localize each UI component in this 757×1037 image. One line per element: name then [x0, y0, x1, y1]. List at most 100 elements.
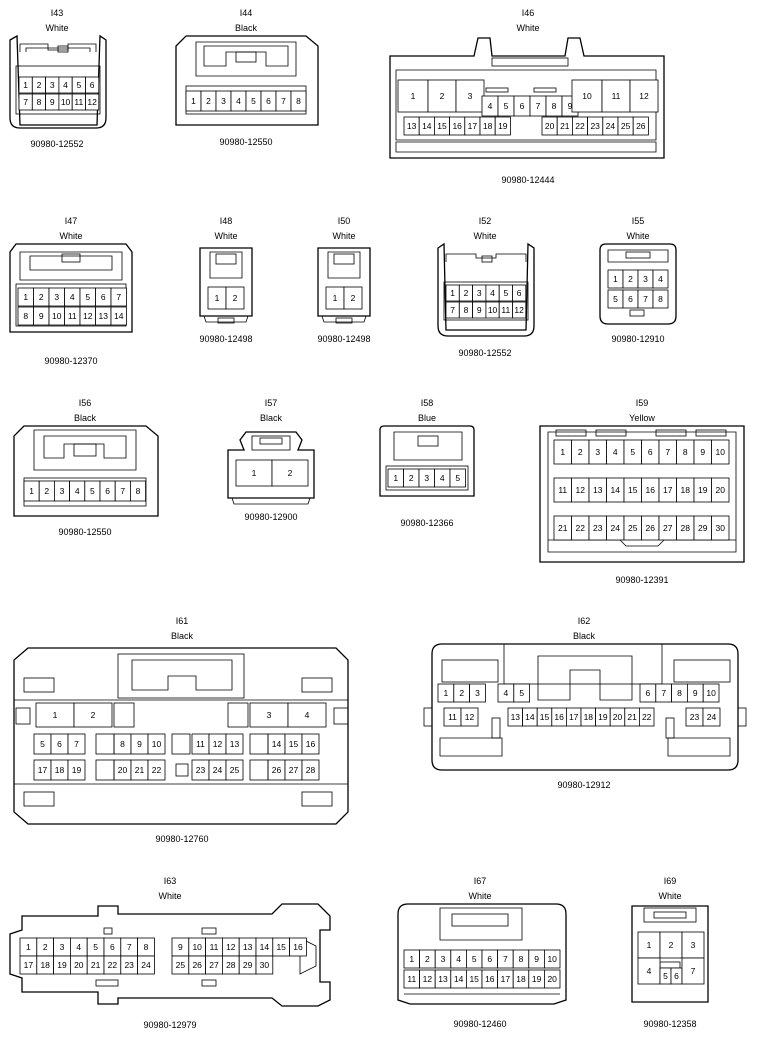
pin-label: 12 [423, 974, 433, 984]
pin-cell [147, 759, 166, 781]
pin-cell [225, 759, 244, 781]
pin-label: 23 [690, 712, 700, 722]
pin-label: 7 [281, 96, 286, 106]
cavity-separator [227, 702, 249, 728]
pin-cell [110, 306, 127, 326]
pin-label: 11 [558, 485, 567, 495]
pin-label: 10 [706, 688, 716, 698]
connector-i58: I58 Blue 90980-12366 [379, 398, 475, 528]
pin-cell [711, 439, 730, 465]
connector-id: I59 [636, 398, 649, 408]
connector-i57: I57 Black 90980-12900 [227, 398, 315, 522]
connector-color: Blue [418, 413, 436, 423]
pin-label: 10 [488, 305, 498, 315]
part-number: 90980-12498 [199, 334, 252, 344]
pin-cell [632, 116, 649, 136]
pin-cell [301, 759, 320, 781]
pin-label: 17 [24, 960, 34, 970]
connector-color: White [658, 891, 681, 901]
part-number: 90980-12370 [44, 356, 97, 366]
pin-label: 6 [646, 688, 651, 698]
pin-label: 4 [305, 710, 310, 720]
pin-label: 16 [485, 974, 495, 984]
part-number: 90980-12760 [155, 834, 208, 844]
pin-cell [512, 284, 527, 302]
pin-label: 14 [272, 739, 282, 749]
pin-label: 10 [582, 91, 592, 101]
pin-label: 4 [488, 101, 493, 111]
pin-label: 5 [663, 971, 668, 981]
pin-label: 20 [118, 765, 128, 775]
connector-id: I47 [65, 216, 78, 226]
connector-i43: I43 White 90980-12552 [9, 8, 107, 149]
pin-label: 29 [243, 960, 253, 970]
pin-cell [235, 459, 273, 487]
pin-label: 16 [554, 712, 564, 722]
cavity-separator [171, 733, 191, 755]
pin-cell [85, 93, 100, 111]
pin-label: 14 [114, 311, 124, 321]
pin-label: 20 [613, 712, 623, 722]
cavity-separator [665, 717, 675, 739]
part-number: 90980-12550 [219, 137, 272, 147]
part-number: 90980-12979 [143, 1020, 196, 1030]
pin-cell [287, 702, 327, 728]
pin-label: 2 [351, 293, 356, 303]
pin-label: 18 [483, 121, 493, 131]
pin-label: 3 [477, 288, 482, 298]
pin-label: 7 [536, 101, 541, 111]
pin-cell [652, 269, 669, 289]
pin-label: 11 [74, 97, 83, 107]
pin-cell [85, 76, 100, 94]
connector-color: White [473, 231, 496, 241]
pin-cell [544, 969, 561, 989]
pin-label: 12 [87, 97, 97, 107]
pin-cell [460, 707, 479, 727]
pin-label: 19 [498, 121, 508, 131]
pin-label: 13 [511, 712, 521, 722]
pin-cell [455, 79, 485, 113]
connector-color: White [158, 891, 181, 901]
pin-label: 4 [613, 447, 618, 457]
connector-color: Black [74, 413, 97, 423]
pin-cell [225, 733, 244, 755]
pin-label: 19 [57, 960, 67, 970]
pin-label: 10 [52, 311, 62, 321]
pin-label: 4 [658, 274, 663, 284]
pin-label: 7 [127, 942, 132, 952]
connector-id: I57 [265, 398, 278, 408]
pin-label: 10 [192, 942, 202, 952]
pin-label: 11 [196, 739, 205, 749]
pin-label: 5 [519, 688, 524, 698]
pin-label: 6 [57, 739, 62, 749]
cavity-separator [249, 759, 269, 781]
pin-label: 1 [409, 954, 414, 964]
connector-i62: I62 Black 90980-12912 [423, 616, 747, 790]
pin-label: 4 [504, 688, 509, 698]
pin-label: 2 [233, 293, 238, 303]
pin-cell [711, 515, 730, 541]
part-number: 90980-12550 [58, 527, 111, 537]
pin-label: 16 [646, 485, 656, 495]
pin-label: 4 [75, 486, 80, 496]
pin-cell [397, 79, 429, 113]
connector-color: White [516, 23, 539, 33]
pin-label: 18 [55, 765, 65, 775]
pin-label: 2 [628, 274, 633, 284]
connector-i44: I44 Black 90980-12550 [175, 8, 319, 147]
pin-label: 5 [85, 292, 90, 302]
pin-label: 2 [288, 468, 293, 478]
pin-label: 13 [407, 121, 417, 131]
pin-label: 8 [144, 942, 149, 952]
pin-label: 22 [152, 765, 162, 775]
pin-label: 8 [464, 305, 469, 315]
pin-cell [494, 116, 511, 136]
pin-cell [512, 301, 527, 319]
cavity-separator [113, 702, 135, 728]
